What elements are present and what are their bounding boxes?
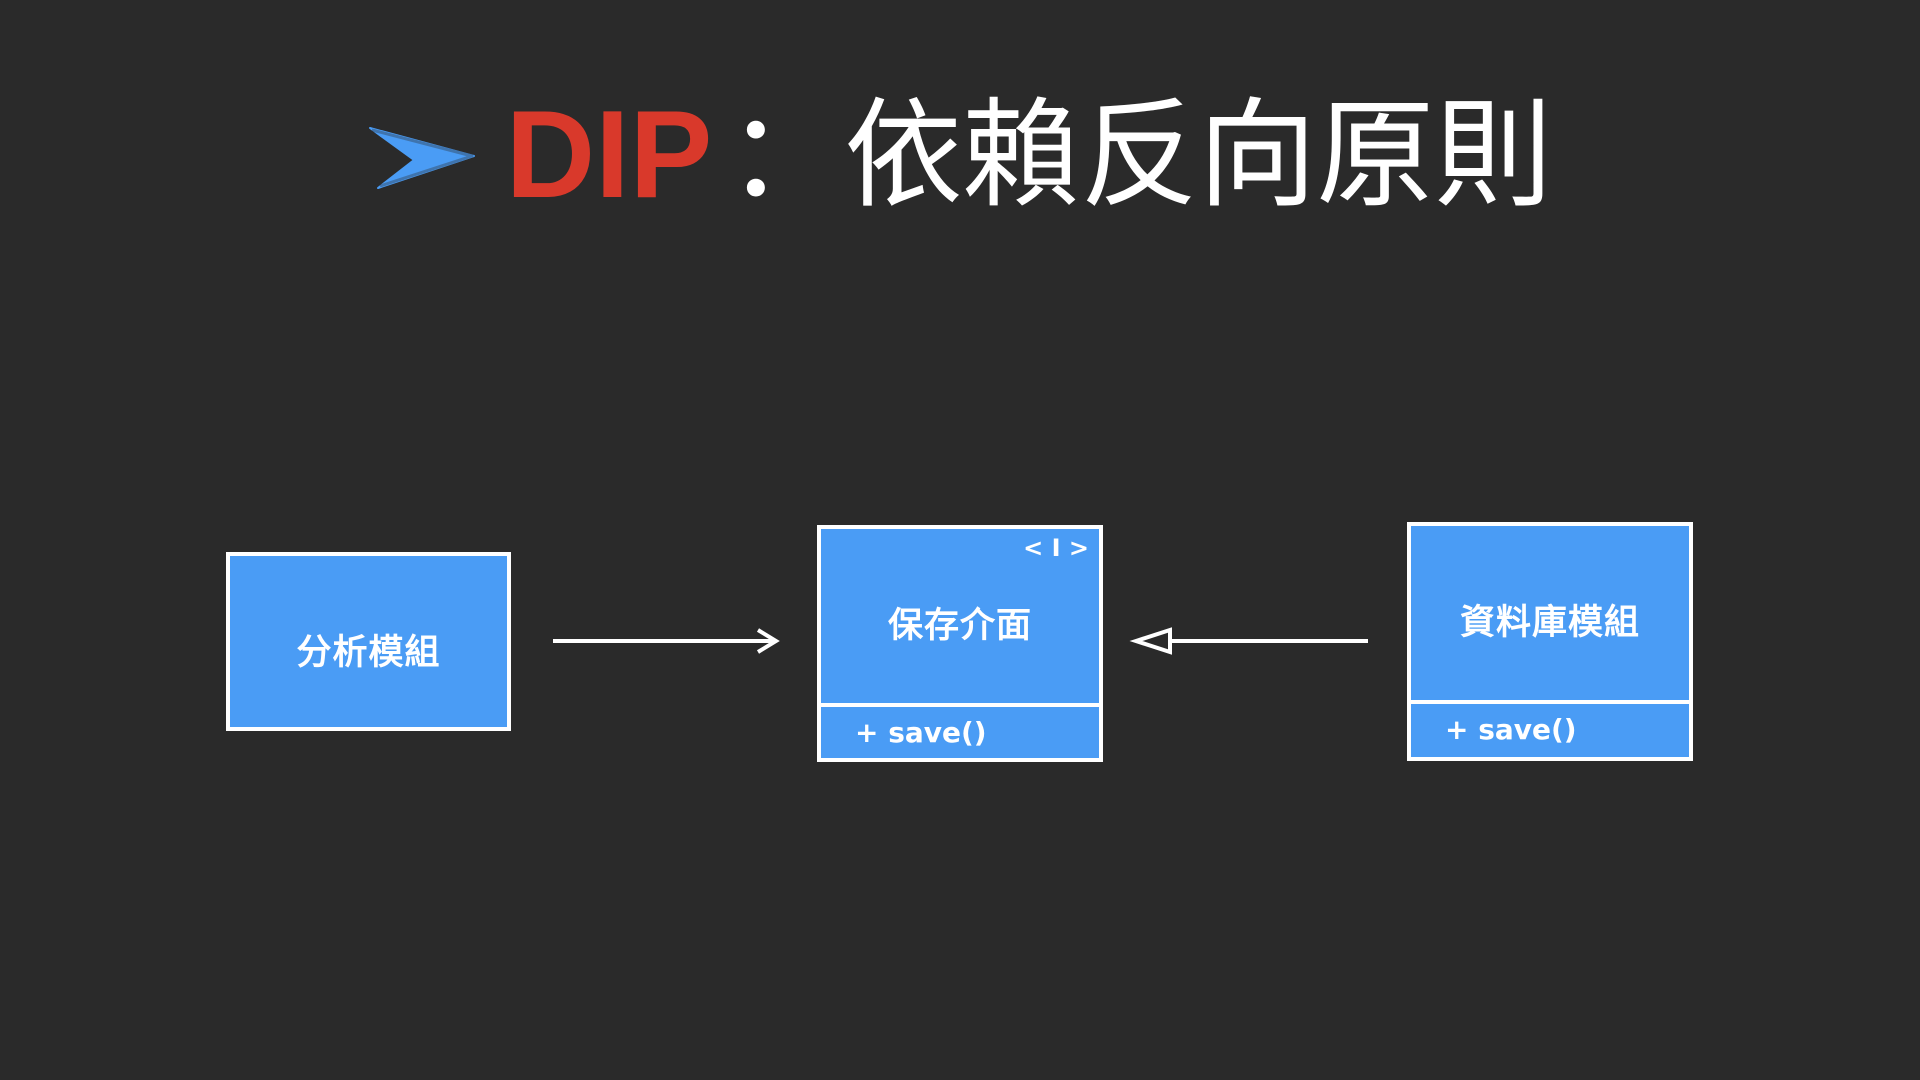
analysis-module-box[interactable]: 分析模組 — [226, 552, 511, 731]
title-separator: ： — [726, 86, 845, 224]
interface-stereotype-label: < I > — [1023, 534, 1089, 562]
storage-interface-name: 保存介面 — [887, 606, 1032, 646]
storage-interface-divider — [821, 703, 1099, 707]
storage-interface-box[interactable]: < I > 保存介面 + save() — [817, 525, 1103, 762]
slide-title: DIP ：依賴反向原則 — [0, 80, 1920, 230]
title-name: 依賴反向原則 — [844, 86, 1553, 224]
dependency-arrow — [553, 628, 780, 654]
database-module-divider — [1411, 700, 1689, 704]
analysis-module-name: 分析模組 — [296, 633, 441, 673]
database-module-name: 資料庫模組 — [1459, 603, 1640, 643]
storage-interface-method: + save() — [855, 716, 987, 749]
database-module-box[interactable]: 資料庫模組 + save() — [1407, 522, 1693, 761]
realization-arrow — [1129, 627, 1368, 655]
database-module-method: + save() — [1445, 713, 1577, 746]
arrowhead-icon — [368, 127, 475, 189]
title-acronym: DIP — [505, 86, 713, 224]
